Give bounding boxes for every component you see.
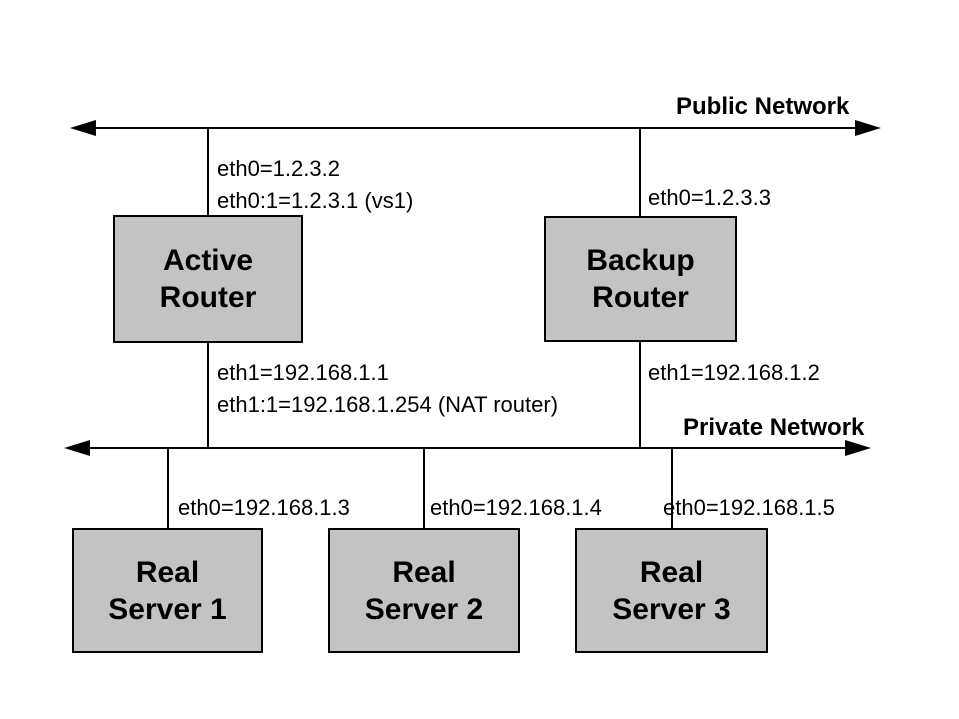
active-router-eth0-alias-label: eth0:1=1.2.3.1 (vs1) bbox=[217, 188, 414, 213]
real-server-3-eth0-label: eth0=192.168.1.5 bbox=[663, 495, 835, 520]
active-router-eth1-alias-label: eth1:1=192.168.1.254 (NAT router) bbox=[217, 392, 559, 417]
backup-router-node: Backup Router bbox=[544, 216, 737, 342]
active-router-node: Active Router bbox=[113, 215, 303, 343]
public-network-right-arrowhead bbox=[855, 120, 881, 136]
backup-router-name-line1: Backup bbox=[586, 244, 695, 277]
private-network-left-arrowhead bbox=[64, 440, 90, 456]
backup-router-eth0-label: eth0=1.2.3.3 bbox=[648, 185, 771, 210]
active-router-eth0-label: eth0=1.2.3.2 bbox=[217, 156, 340, 181]
real-server-3-name-line2: Server 3 bbox=[612, 592, 731, 626]
real-server-2-eth0-label: eth0=192.168.1.4 bbox=[430, 495, 602, 520]
real-server-1-eth0-label: eth0=192.168.1.3 bbox=[178, 495, 350, 520]
real-server-1-node: Real Server 1 bbox=[72, 528, 263, 653]
backup-router-name-line2: Router bbox=[592, 281, 689, 314]
public-network-left-arrowhead bbox=[70, 120, 96, 136]
real-server-1-name-line2: Server 1 bbox=[108, 592, 227, 626]
active-router-eth1-label: eth1=192.168.1.1 bbox=[217, 360, 389, 385]
backup-router-eth1-label: eth1=192.168.1.2 bbox=[648, 360, 820, 385]
real-server-2-name-line2: Server 2 bbox=[364, 592, 484, 626]
active-router-name-line2: Router bbox=[159, 281, 257, 314]
real-server-3-node: Real Server 3 bbox=[575, 528, 768, 653]
real-server-3-name-line1: Real bbox=[639, 555, 704, 589]
real-server-1-name-line1: Real bbox=[135, 555, 200, 589]
real-server-2-node: Real Server 2 bbox=[328, 528, 520, 653]
active-router-name-line1: Active bbox=[162, 244, 254, 277]
private-network-label: Private Network bbox=[683, 414, 865, 441]
real-server-2-name-line1: Real bbox=[392, 555, 456, 589]
public-network-label: Public Network bbox=[676, 93, 850, 120]
private-network-right-arrowhead bbox=[845, 440, 871, 456]
